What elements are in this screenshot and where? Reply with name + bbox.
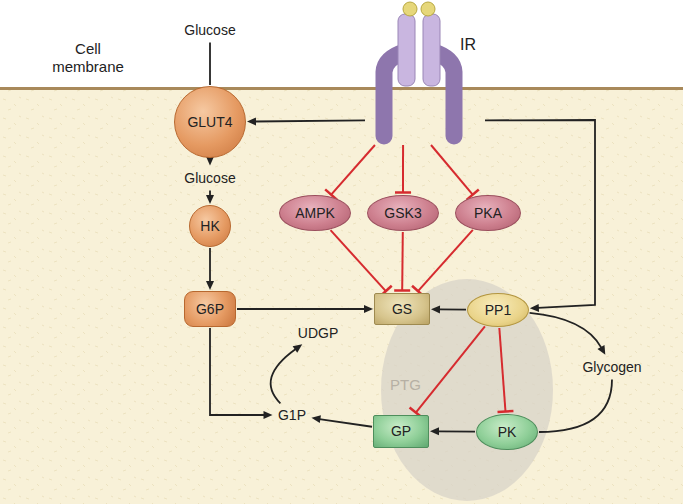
arrowhead — [364, 305, 373, 313]
activation-connector — [271, 344, 303, 403]
receptor-illustration — [365, 0, 485, 145]
node-label: G1P — [278, 407, 306, 423]
receptor-part — [403, 2, 417, 16]
inhibition-bar — [395, 191, 411, 194]
connector-line — [431, 145, 473, 195]
inhibition-bar — [394, 289, 410, 292]
receptor-part — [398, 14, 415, 86]
enzyme-box: GP — [373, 415, 429, 448]
metabolite-box: G6P — [184, 291, 236, 327]
activation-connector — [210, 328, 273, 419]
activation-connector — [206, 248, 214, 290]
metabolite-label: UDGP — [296, 324, 341, 343]
inhibition-connector — [395, 145, 411, 193]
connector-line — [209, 43, 211, 86]
connector-line — [319, 419, 372, 427]
connector-line — [255, 120, 365, 121]
node-label: Glycogen — [582, 359, 641, 375]
scaffold-region: PTG GS PP1GP PK — [381, 279, 553, 501]
inhibition-connector — [325, 145, 375, 200]
arrowhead — [206, 281, 214, 290]
activation-connector — [247, 118, 365, 126]
connector-line — [331, 230, 386, 291]
membrane-label: Cell membrane — [40, 40, 136, 76]
enzyme-box: GS — [374, 293, 430, 325]
inhibition-connector — [431, 145, 479, 200]
receptor-label: IR — [460, 36, 476, 54]
metabolite-label: Glucose — [182, 21, 238, 40]
activation-connector — [210, 43, 211, 86]
kinase-ellipse: AMPK — [279, 195, 351, 231]
insulin-receptor: IR — [365, 0, 485, 145]
enzyme-circle: HK — [189, 205, 231, 247]
region-label: PTG — [390, 376, 421, 393]
inhibition-connector — [331, 230, 392, 296]
kinase-ellipse: PKA — [455, 195, 521, 231]
phosphatase-ellipse: PP1 — [467, 293, 529, 327]
activation-connector — [206, 191, 214, 205]
transporter-circle: GLUT4 — [174, 86, 246, 158]
node-label: AMPK — [295, 205, 335, 221]
node-label: Glucose — [184, 22, 235, 38]
node-label: GSK3 — [384, 205, 421, 221]
node-label: PP1 — [485, 302, 511, 318]
arrowhead — [206, 195, 214, 204]
connector-line — [331, 145, 375, 195]
arrowhead — [293, 344, 303, 352]
node-label: Glucose — [184, 170, 235, 186]
arrowhead — [247, 118, 256, 126]
activation-connector — [237, 305, 373, 313]
connector-line — [210, 328, 265, 415]
node-label: HK — [200, 218, 219, 234]
cell-membrane — [0, 87, 683, 90]
receptor-part — [421, 2, 435, 16]
node-label: G6P — [196, 301, 224, 317]
metabolite-label: G1P — [276, 406, 309, 425]
node-label: GS — [392, 301, 412, 317]
activation-connector — [311, 415, 372, 427]
connector-line — [401, 232, 404, 291]
connector-line — [402, 145, 404, 193]
metabolite-label: Glycogen — [580, 358, 644, 377]
node-label: UDGP — [298, 325, 338, 341]
arrowhead — [530, 304, 539, 312]
node-label: PKA — [474, 205, 502, 221]
node-label: GLUT4 — [187, 114, 232, 130]
arrowhead — [597, 345, 605, 355]
connector-line — [438, 430, 475, 432]
scaffold-shape — [381, 279, 553, 501]
connector-line — [209, 248, 211, 282]
connector-line — [237, 308, 365, 310]
kinase-ellipse: PK — [476, 414, 538, 450]
inhibition-bar — [498, 411, 514, 412]
cytoplasm — [0, 90, 683, 504]
receptor-part — [423, 14, 440, 86]
arrowhead — [264, 411, 273, 419]
arrowhead — [311, 415, 320, 423]
metabolite-label: Glucose — [182, 169, 238, 188]
connector-line — [439, 308, 466, 310]
node-label: PK — [498, 424, 517, 440]
kinase-ellipse: GSK3 — [367, 195, 439, 231]
inhibition-connector — [394, 232, 410, 291]
connector-line — [271, 349, 296, 403]
node-label: GP — [391, 423, 411, 439]
